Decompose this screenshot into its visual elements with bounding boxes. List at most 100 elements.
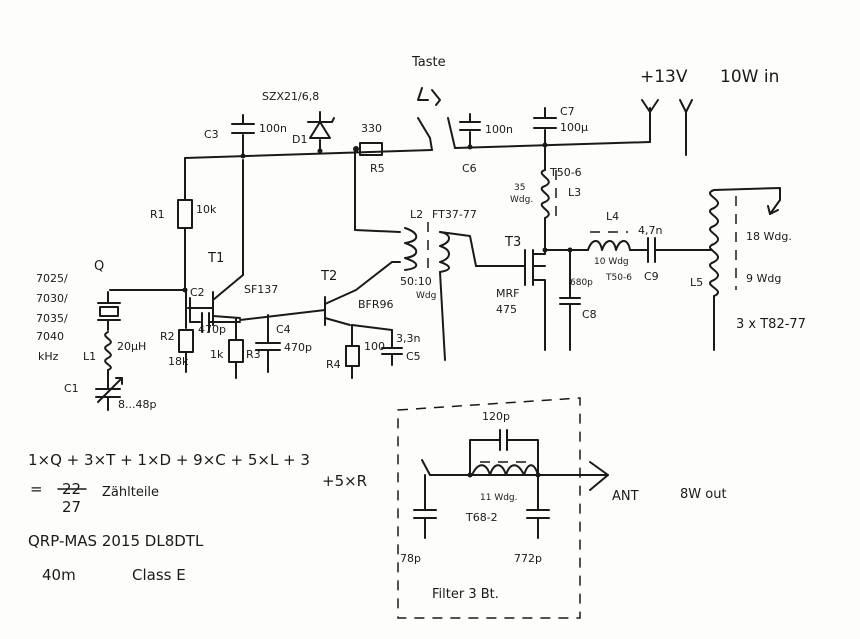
l5-secondary: 9 Wdg	[746, 272, 781, 285]
t1-part: SF137	[244, 283, 278, 296]
antenna-label: ANT	[612, 489, 639, 504]
crystal-unit: kHz	[38, 350, 59, 363]
r2-ref: R2	[160, 330, 175, 343]
zener-part-label: SZX21/6,8	[262, 90, 319, 103]
t2-ref: T2	[320, 269, 337, 284]
t2-part: BFR96	[358, 298, 394, 311]
r5-value: 330	[361, 122, 382, 135]
l2-ref: L2	[410, 208, 423, 221]
parts-count-label: Zählteile	[102, 485, 159, 500]
r4-value: 100	[364, 340, 385, 353]
l2-core: FT37-77	[432, 208, 477, 221]
filter-title: Filter 3 Bt.	[432, 587, 499, 602]
resistor-r4	[345, 324, 360, 379]
parts-count: 27	[62, 498, 81, 516]
filter-cap-left: 78p	[400, 552, 421, 565]
trimmer-c1	[95, 369, 123, 411]
event-label: QRP-MAS 2015 DL8DTL	[28, 532, 204, 550]
r5-ref: R5	[370, 162, 385, 175]
r2-value: 18k	[168, 355, 189, 368]
crystal-freq-4: 7040	[36, 330, 64, 343]
c2-value: 470p	[198, 323, 226, 336]
inductor-l5	[709, 187, 781, 351]
t3-ref: T3	[504, 235, 521, 250]
capacitor-c4	[239, 309, 326, 373]
c9-value: 4,7n	[638, 224, 662, 237]
l5-core: 3 x T82-77	[736, 317, 806, 332]
resistor-r5	[353, 142, 401, 233]
inductor-l3	[540, 144, 557, 231]
l5-ref: L5	[690, 276, 703, 289]
l2-unit: Wdg	[416, 291, 436, 301]
r3-value: 1k	[210, 348, 224, 361]
inductor-l1	[104, 331, 112, 371]
c6-ref: C6	[462, 162, 477, 175]
crystal-ref: Q	[94, 259, 104, 274]
capacitor-c7	[533, 107, 557, 146]
filter-core: T68-2	[465, 511, 498, 524]
filter-coil: 11 Wdg.	[480, 493, 518, 503]
filter-cap-top: 120p	[482, 410, 510, 423]
c3-value: 100n	[259, 122, 287, 135]
zener-ref-label: D1	[292, 133, 307, 146]
l3-core: T50-6	[549, 166, 582, 179]
c5-ref: C5	[406, 350, 421, 363]
c3-ref: C3	[204, 128, 219, 141]
l2-ratio: 50:10	[400, 275, 432, 288]
c1-ref: C1	[64, 382, 79, 395]
key-switch	[417, 87, 456, 149]
l3-unit: Wdg.	[510, 195, 533, 205]
junction-dots	[182, 142, 573, 478]
r1-value: 10k	[196, 203, 217, 216]
c4-value: 470p	[284, 341, 312, 354]
l1-value: 20µH	[117, 340, 146, 353]
c7-value: 100µ	[560, 121, 588, 134]
inductor-l4	[587, 231, 631, 251]
capacitor-c2	[189, 297, 241, 333]
transistor-t3	[475, 229, 546, 351]
plus-resistors: +5×R	[322, 472, 367, 490]
c2-ref: C2	[190, 286, 205, 299]
l4-turns: 10 Wdg	[594, 257, 629, 267]
filter-box	[397, 397, 609, 619]
c1-value: 8...48p	[118, 398, 156, 411]
transistor-t1	[187, 274, 244, 326]
capacitor-c6	[459, 113, 481, 149]
capacitor-c8	[544, 249, 589, 351]
l3-ref: L3	[568, 186, 581, 199]
input-power-label: 10W in	[720, 67, 779, 87]
transistor-t2	[324, 261, 401, 326]
r4-ref: R4	[326, 358, 341, 371]
crystal-q	[97, 289, 186, 331]
r3-ref: R3	[246, 348, 261, 361]
supply-voltage-label: +13V	[640, 67, 688, 87]
band-label: 40m	[42, 566, 76, 584]
crystal-freq-2: 7030/	[36, 292, 68, 305]
c6-value: 100n	[485, 123, 513, 136]
l1-ref: L1	[83, 350, 96, 363]
capacitor-c5	[351, 324, 403, 366]
filter-cap-right: 772p	[514, 552, 542, 565]
zener-diode-d1	[307, 111, 335, 151]
t3-part2: 475	[496, 303, 517, 316]
class-label: Class E	[132, 566, 186, 584]
crystal-freq-3: 7035/	[36, 312, 68, 325]
l4-ref: L4	[606, 210, 619, 223]
crystal-freq-1: 7025/	[36, 272, 68, 285]
capacitor-c9	[629, 237, 713, 263]
l5-primary: 18 Wdg.	[746, 230, 792, 243]
l3-turns: 35	[514, 183, 525, 193]
c7-ref: C7	[560, 105, 575, 118]
c8-ref: C8	[582, 308, 597, 321]
c5-value: 3,3n	[396, 332, 420, 345]
t1-ref: T1	[207, 251, 224, 266]
t3-part: MRF	[496, 287, 519, 300]
c4-ref: C4	[276, 323, 291, 336]
resistor-r1	[177, 157, 193, 291]
resistor-r3	[228, 317, 244, 379]
l4-core: T50-6	[605, 273, 632, 283]
equals-sign: =	[30, 480, 43, 498]
c9-ref: C9	[644, 270, 659, 283]
